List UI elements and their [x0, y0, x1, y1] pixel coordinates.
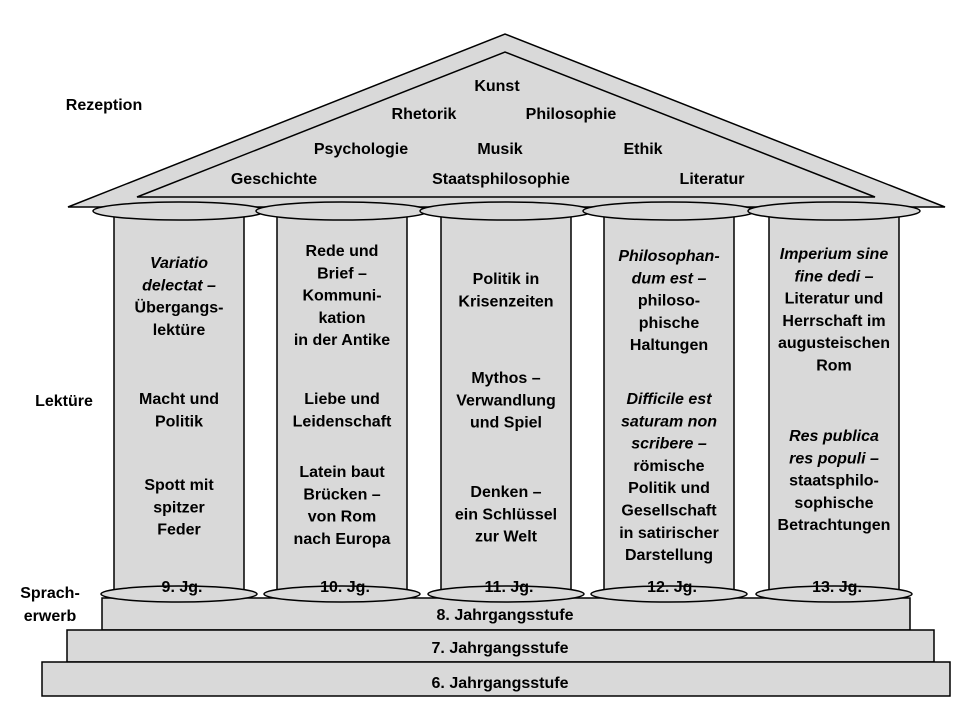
step-8-label: 8. Jahrgangsstufe — [437, 607, 574, 624]
column-grade-label: 10. Jg. — [320, 579, 370, 596]
step-8 — [101, 597, 911, 631]
column-grade-label: 9. Jg. — [162, 579, 203, 596]
column-capital — [419, 201, 593, 221]
column-capital — [92, 201, 266, 221]
column-capital — [582, 201, 756, 221]
column-capital — [747, 201, 921, 221]
column-grade-label: 11. Jg. — [485, 579, 534, 596]
topic-philosophie: Philosophie — [526, 106, 617, 123]
roof-inner — [136, 51, 876, 198]
column-base — [263, 585, 421, 603]
label-spracherwerb-line1: Sprach- — [20, 585, 80, 602]
label-lektuere: Lektüre — [35, 393, 93, 410]
step-7-label: 7. Jahrgangsstufe — [432, 640, 569, 657]
column-capital — [255, 201, 429, 221]
column-shaft — [440, 213, 572, 593]
topic-geschichte: Geschichte — [231, 171, 317, 188]
column-base — [100, 585, 258, 603]
topic-musik: Musik — [477, 141, 522, 158]
column-shaft — [603, 213, 735, 593]
label-rezeption: Rezeption — [66, 97, 142, 114]
column-shaft — [113, 213, 245, 593]
step-6 — [41, 661, 951, 697]
column-base — [427, 585, 585, 603]
topic-rhetorik: Rhetorik — [392, 106, 457, 123]
topic-staatsphilosophie: Staatsphilosophie — [432, 171, 570, 188]
topic-psychologie: Psychologie — [314, 141, 408, 158]
column-base — [590, 585, 748, 603]
topic-literatur: Literatur — [680, 171, 745, 188]
column-shaft — [276, 213, 408, 593]
step-6-label: 6. Jahrgangsstufe — [432, 675, 569, 692]
label-spracherwerb-line2: erwerb — [24, 608, 77, 625]
column-grade-label: 13. Jg. — [812, 579, 862, 596]
column-base — [755, 585, 913, 603]
topic-kunst: Kunst — [474, 78, 520, 95]
column-grade-label: 12. Jg. — [647, 579, 697, 596]
topic-ethik: Ethik — [623, 141, 662, 158]
column-shaft — [768, 213, 900, 593]
